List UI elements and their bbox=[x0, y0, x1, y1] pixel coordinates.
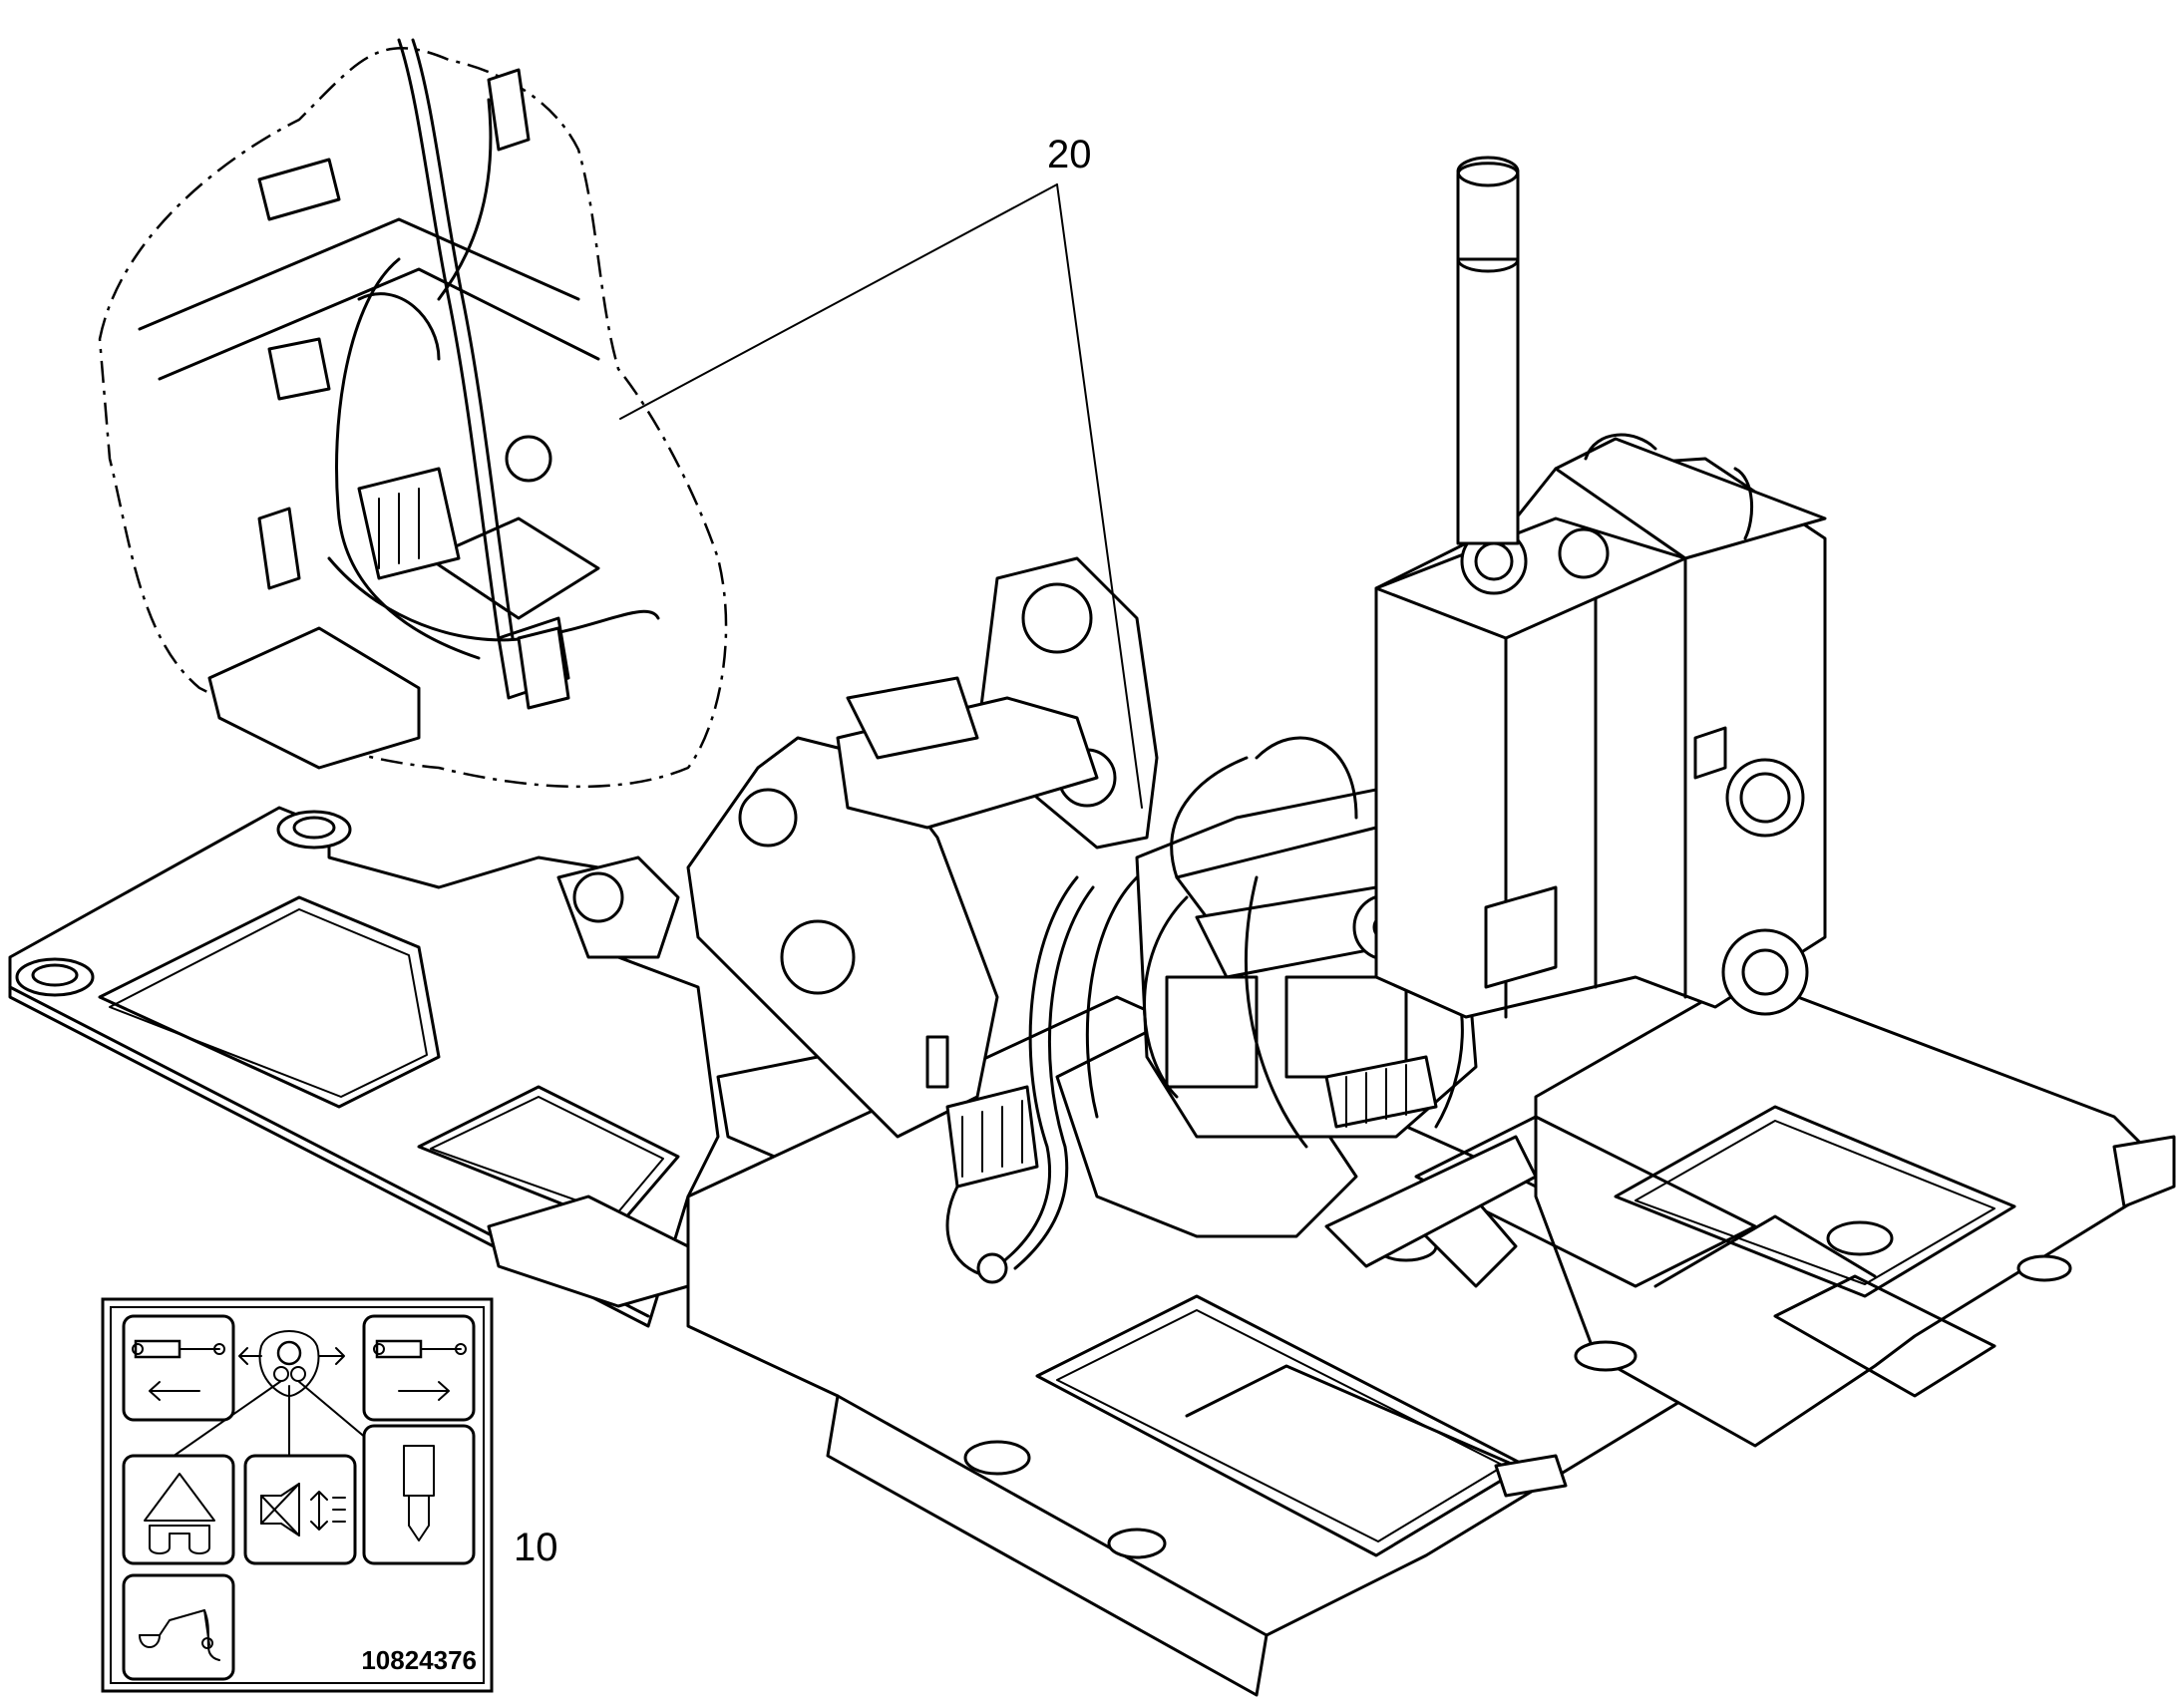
boom-tower bbox=[556, 556, 1159, 1139]
cylinder-retract-icon bbox=[122, 1314, 235, 1422]
callout-number-20: 20 bbox=[1047, 133, 1092, 176]
callout-number-10: 10 bbox=[514, 1526, 558, 1569]
engine-tank-block bbox=[1374, 156, 1827, 1019]
decal-part-number: 10824376 bbox=[361, 1645, 477, 1675]
cylinder-extend-icon bbox=[362, 1314, 476, 1422]
bucket-icon bbox=[122, 1454, 235, 1565]
control-pattern-decal: 10824376 bbox=[101, 1297, 494, 1693]
right-frame bbox=[1374, 975, 2176, 1448]
detail-inset bbox=[98, 38, 728, 789]
boom-hoist-icon bbox=[122, 1573, 235, 1681]
callout-20-leaders bbox=[619, 183, 1143, 809]
